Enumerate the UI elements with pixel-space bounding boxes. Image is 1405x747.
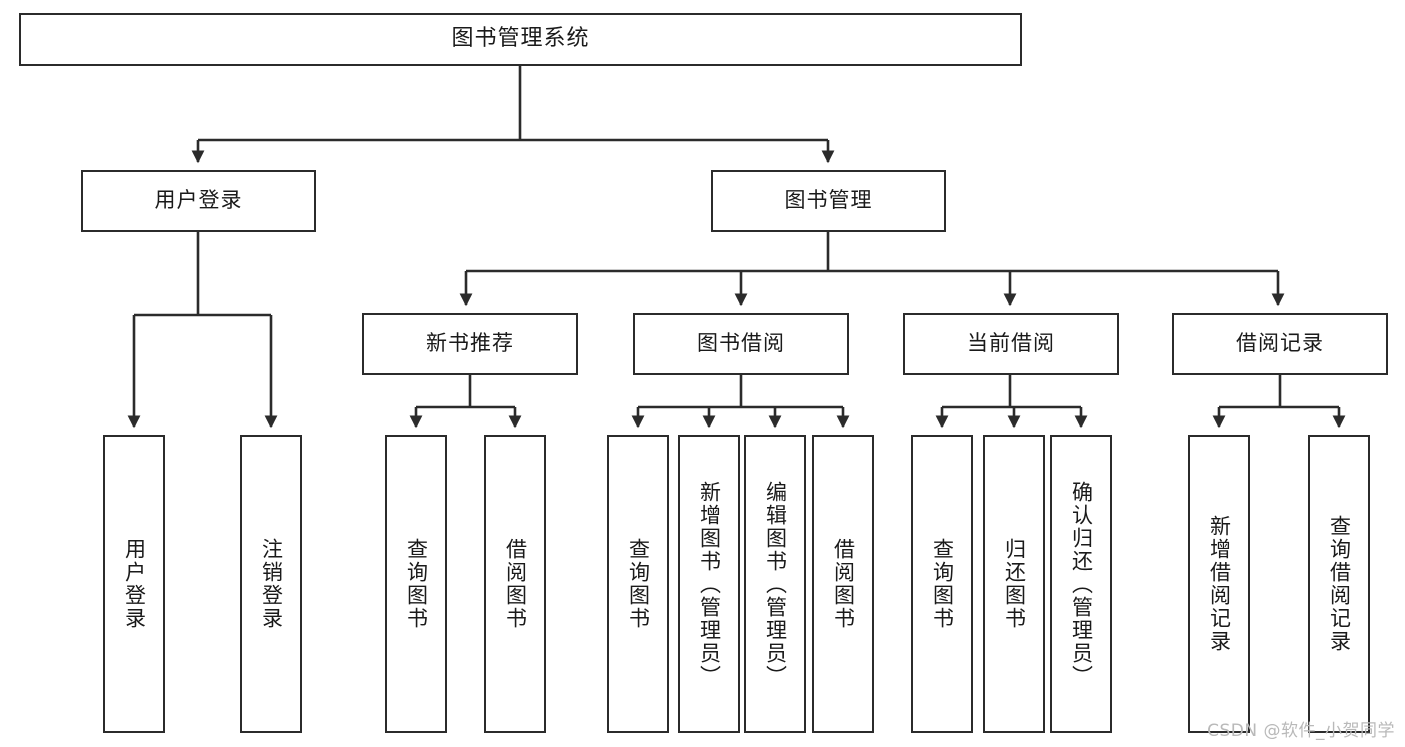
node-leaf-query-book-2[interactable]: 查询图书 [607,435,669,733]
node-leaf-edit-book[interactable]: 编辑图书（管理员） [744,435,806,733]
node-book-manage-label: 图书管理 [784,188,873,213]
node-new-book-recommend-label: 新书推荐 [426,331,514,356]
node-leaf-borrow-book-1-label: 借阅图书 [503,538,528,630]
node-leaf-user-login[interactable]: 用户登录 [103,435,165,733]
node-borrow-record-label: 借阅记录 [1236,331,1324,356]
node-leaf-confirm-return[interactable]: 确认归还（管理员） [1050,435,1112,733]
node-book-manage[interactable]: 图书管理 [711,170,946,232]
watermark: CSDN @软件_小贺同学 [1207,721,1395,741]
node-leaf-add-book[interactable]: 新增图书（管理员） [678,435,740,733]
node-book-borrow[interactable]: 图书借阅 [633,313,849,375]
node-current-borrow-label: 当前借阅 [967,331,1055,356]
node-leaf-query-book-3-label: 查询图书 [930,538,955,630]
node-leaf-return-book[interactable]: 归还图书 [983,435,1045,733]
node-leaf-confirm-return-label: 确认归还（管理员） [1069,480,1094,688]
node-user-login-label: 用户登录 [154,188,243,213]
node-book-borrow-label: 图书借阅 [697,331,785,356]
node-leaf-query-record-label: 查询借阅记录 [1327,515,1352,653]
node-root[interactable]: 图书管理系统 [19,13,1022,66]
node-user-login[interactable]: 用户登录 [81,170,316,232]
node-leaf-query-record[interactable]: 查询借阅记录 [1308,435,1370,733]
node-leaf-add-record[interactable]: 新增借阅记录 [1188,435,1250,733]
node-new-book-recommend[interactable]: 新书推荐 [362,313,578,375]
node-leaf-return-book-label: 归还图书 [1002,538,1027,630]
node-leaf-borrow-book-2-label: 借阅图书 [831,538,856,630]
node-borrow-record[interactable]: 借阅记录 [1172,313,1388,375]
node-leaf-query-book-1-label: 查询图书 [404,538,429,630]
node-leaf-borrow-book-2[interactable]: 借阅图书 [812,435,874,733]
node-leaf-query-book-3[interactable]: 查询图书 [911,435,973,733]
node-root-label: 图书管理系统 [451,26,590,52]
node-leaf-query-book-1[interactable]: 查询图书 [385,435,447,733]
node-leaf-edit-book-label: 编辑图书（管理员） [763,480,788,688]
node-current-borrow[interactable]: 当前借阅 [903,313,1119,375]
node-leaf-logout[interactable]: 注销登录 [240,435,302,733]
node-leaf-user-login-label: 用户登录 [122,538,147,630]
node-leaf-add-record-label: 新增借阅记录 [1207,515,1232,653]
node-leaf-logout-label: 注销登录 [259,538,284,630]
node-leaf-add-book-label: 新增图书（管理员） [697,480,722,688]
node-leaf-borrow-book-1[interactable]: 借阅图书 [484,435,546,733]
node-leaf-query-book-2-label: 查询图书 [626,538,651,630]
